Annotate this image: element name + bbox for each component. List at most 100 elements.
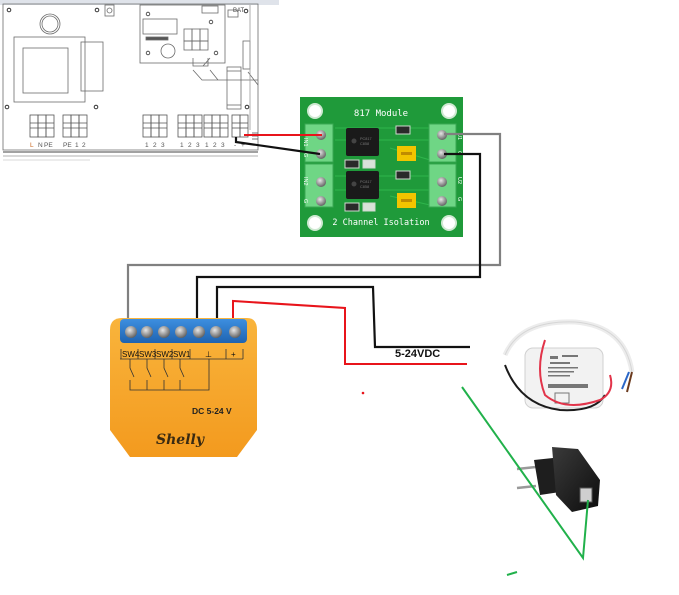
transformer — [13, 36, 86, 103]
terminal-label-3: 3 — [161, 142, 165, 149]
relay — [142, 18, 178, 35]
terminal-blocks — [29, 114, 249, 138]
terminal-label-3: 3 — [196, 142, 200, 149]
slider-block — [226, 66, 242, 110]
voltage-label: 5-24VDC — [395, 348, 440, 360]
header-connector — [201, 5, 219, 14]
board-top-strip — [0, 0, 279, 5]
label-plus: + — [231, 350, 236, 359]
wire-negative-board-to-g — [234, 137, 321, 156]
svg-text:C858: C858 — [360, 185, 369, 189]
label-g: G — [302, 153, 308, 157]
terminal-group — [203, 114, 229, 138]
terminal-label-plus: + — [241, 142, 245, 149]
label-g: G — [302, 199, 308, 203]
wire-negative-shelly-to-psu — [215, 285, 470, 349]
label-sw3: SW3 — [139, 350, 157, 359]
adapter-body — [552, 447, 600, 512]
component-block — [80, 41, 104, 92]
fuse-holder — [106, 7, 113, 14]
shelly-logo: Shelly — [156, 432, 205, 448]
subboard-terminal — [183, 28, 209, 51]
smd-resistors — [344, 125, 411, 212]
terminal-label-PE: PE — [63, 142, 72, 149]
shelly-body — [110, 318, 257, 457]
terminal-label-2: 2 — [153, 142, 157, 149]
screw-g2-out — [437, 196, 447, 206]
label-u2: U2 — [456, 177, 462, 184]
terminal-group — [142, 114, 168, 138]
driver-red-wire — [539, 339, 613, 406]
label-sw1: SW1 — [173, 350, 191, 359]
wires — [126, 132, 502, 395]
alternative-wire — [461, 386, 589, 576]
label-ground: ⊥ — [205, 350, 212, 359]
pcb-mounting-holes — [307, 103, 457, 231]
terminal-label-N: N — [38, 142, 43, 149]
jumpers — [397, 146, 416, 208]
label-in2: IN2 — [302, 177, 308, 186]
terminal-label-2: 2 — [188, 142, 192, 149]
terminal-group — [177, 114, 203, 138]
label-sw2: SW2 — [156, 350, 174, 359]
red-dot — [361, 391, 365, 395]
terminal-label-1: 1 — [75, 142, 79, 149]
screw-u2 — [437, 177, 447, 187]
terminal-label-L: L — [30, 142, 34, 149]
capacitor — [39, 13, 61, 35]
board-outline — [2, 3, 259, 151]
shelly-terminal-labels: SW4 SW3 SW2 SW1 ⊥ + — [122, 350, 236, 359]
terminal-label-3: 3 — [221, 142, 225, 149]
terminal-label-2: 2 — [82, 142, 86, 149]
terminal-group — [231, 114, 249, 138]
terminal-label-2: 2 — [213, 142, 217, 149]
screw-g1 — [316, 149, 326, 159]
sub-board — [139, 4, 226, 64]
controller-board: BAT — [0, 0, 279, 161]
svg-text:PC817: PC817 — [360, 137, 372, 141]
terminal-label-PE: PE — [44, 142, 53, 149]
input-labels: IN1 G IN2 G — [302, 138, 308, 203]
component-block — [242, 40, 251, 70]
led-driver — [502, 319, 635, 412]
terminal-group — [29, 114, 55, 138]
label-in1: IN1 — [302, 138, 308, 147]
terminal-label-minus: - — [234, 142, 236, 149]
isolation-module: 817 Module 2 Channel Isolation IN1 G IN2… — [300, 97, 463, 237]
label-sw4: SW4 — [122, 350, 140, 359]
module-title: 817 Module — [354, 109, 408, 119]
battery-connector — [227, 9, 239, 18]
shelly-schematic — [120, 349, 244, 391]
trace — [192, 57, 211, 67]
screw-g1-out — [437, 149, 447, 159]
wire-alternative-stub — [506, 571, 518, 576]
wire-signal-u1-to-sw4 — [126, 132, 502, 320]
optocoupler-2: PC817 C858 — [346, 171, 379, 199]
transformer-core — [22, 47, 69, 94]
fuse-holder — [104, 4, 115, 17]
buzzer — [160, 43, 176, 59]
usb-port — [579, 487, 593, 503]
relay-strip — [145, 36, 169, 41]
svg-text:PC817: PC817 — [360, 180, 372, 184]
module-subtitle: 2 Channel Isolation — [332, 218, 429, 228]
input-terminal-block — [304, 123, 334, 208]
terminal-label-1: 1 — [180, 142, 184, 149]
capacitor — [41, 15, 59, 33]
driver-label-text — [548, 355, 588, 404]
driver-black-wire — [504, 364, 606, 412]
optocoupler-1: PC817 C858 — [346, 128, 379, 156]
adapter-plug-base — [534, 458, 560, 495]
svg-text:C858: C858 — [360, 142, 369, 146]
shelly-device: SW4 SW3 SW2 SW1 ⊥ + DC 5-24 V Shelly — [110, 318, 257, 457]
trace — [192, 69, 259, 86]
screw-in2 — [316, 177, 326, 187]
battery-label: BAT — [233, 8, 245, 14]
screw-u1 — [437, 130, 447, 140]
board-terminal-labels: L N PE PE 1 2 1 2 3 1 2 3 1 2 3 - + — [30, 142, 245, 149]
screw-g2 — [316, 196, 326, 206]
output-terminal-block — [428, 123, 457, 208]
label-g: G — [456, 197, 462, 201]
wire-ground-g-to-shelly — [195, 152, 482, 320]
